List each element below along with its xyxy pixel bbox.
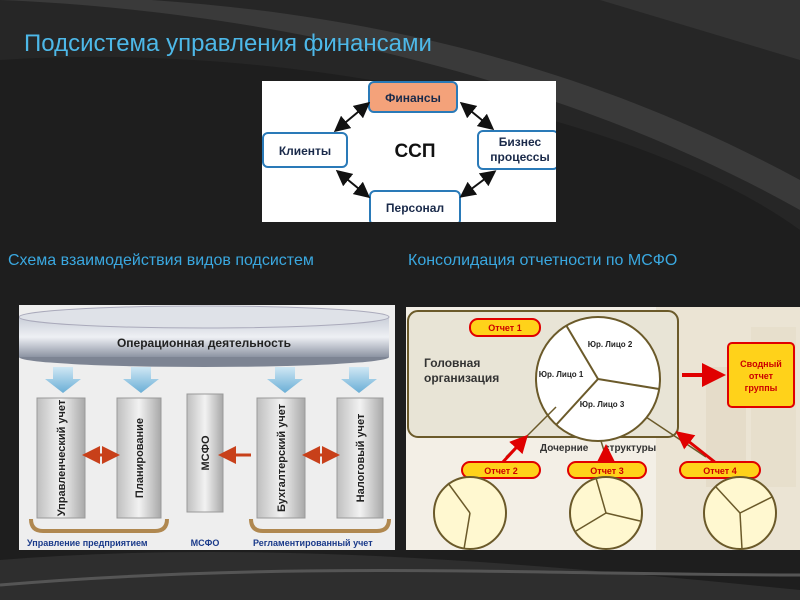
report-2-badge	[461, 461, 541, 479]
pie-divider	[555, 378, 599, 426]
consolidated-label-3: группы	[745, 383, 778, 393]
group-bracket	[29, 518, 169, 533]
ssp-clients-label: Клиенты	[279, 144, 331, 158]
ssp-finance-label: Финансы	[385, 91, 441, 105]
report-arrow	[675, 431, 717, 465]
column-label: Бухгалтерский учет	[276, 403, 288, 512]
report-2-label: Отчет 2	[484, 466, 517, 476]
group-label: Регламентированный учет	[253, 538, 373, 548]
ssp-staff-label: Персонал	[386, 201, 444, 215]
ssp-business-label-1: Бизнес	[499, 135, 542, 149]
report-1-label: Отчет 1	[488, 323, 521, 333]
ssp-finance-box	[368, 81, 458, 113]
column-label: Налоговый учет	[355, 413, 367, 502]
subsidiary-pie	[569, 476, 643, 550]
head-organization-label-2: организация	[424, 371, 499, 385]
pie-divider	[565, 324, 599, 380]
report-arrow	[500, 434, 529, 465]
report-4-badge	[679, 461, 761, 479]
ssp-diagram: Финансы Клиенты Бизнес процессы Персонал…	[262, 81, 556, 222]
column-tax	[336, 397, 384, 519]
group-label: Управление предприятием	[27, 538, 148, 548]
caption-subsystems: Схема взаимодействия видов подсистем	[8, 252, 314, 269]
subsidiary-pie	[433, 476, 507, 550]
msfo-diagram: Головная организация Отчет 1 Юр. Лицо 2 …	[406, 307, 800, 550]
ssp-arrow	[459, 170, 497, 198]
column-planning	[116, 397, 162, 519]
down-arrow	[45, 367, 377, 393]
column-label: Планирование	[134, 418, 146, 498]
ssp-clients-box	[262, 132, 348, 168]
caption-msfo: Консолидация отчетности по МСФО	[408, 252, 678, 269]
pie-divider	[597, 378, 660, 390]
consolidated-label-1: Сводный	[740, 359, 782, 369]
column-accounting	[256, 397, 306, 519]
consolidated-report-box	[727, 342, 795, 408]
column-label: МСФО	[200, 435, 212, 470]
ops-header-label: Операционная деятельность	[117, 336, 291, 350]
ssp-business-box	[477, 130, 556, 170]
ssp-arrow	[333, 101, 371, 133]
report-3-label: Отчет 3	[590, 466, 623, 476]
ssp-arrow	[459, 101, 495, 131]
slide-title: Подсистема управления финансами	[24, 30, 432, 57]
consolidated-label-2: отчет	[749, 371, 774, 381]
ssp-arrow	[335, 169, 371, 199]
entity-label: Юр. Лицо 1	[539, 370, 584, 379]
subsidiaries-label-2: структуры	[604, 443, 656, 454]
group-label: МСФО	[191, 538, 220, 548]
report-4-label: Отчет 4	[703, 466, 736, 476]
report-1-badge	[469, 318, 541, 337]
entity-label: Юр. Лицо 2	[588, 340, 633, 349]
column-msfo	[186, 393, 224, 513]
column-label: Управленческий учет	[56, 399, 68, 516]
head-organization-label-1: Головная	[424, 356, 480, 370]
ssp-center-label: ССП	[394, 141, 435, 162]
column-management	[36, 397, 86, 519]
subsidiaries-label-1: Дочерние	[540, 443, 589, 454]
subsidiary-pie	[703, 476, 777, 550]
entity-label: Юр. Лицо 3	[580, 400, 625, 409]
operations-diagram: Операционная деятельность Управленческий…	[19, 305, 395, 550]
ssp-business-label-2: процессы	[490, 150, 549, 164]
group-bracket	[249, 518, 391, 533]
ssp-staff-box	[369, 190, 461, 222]
